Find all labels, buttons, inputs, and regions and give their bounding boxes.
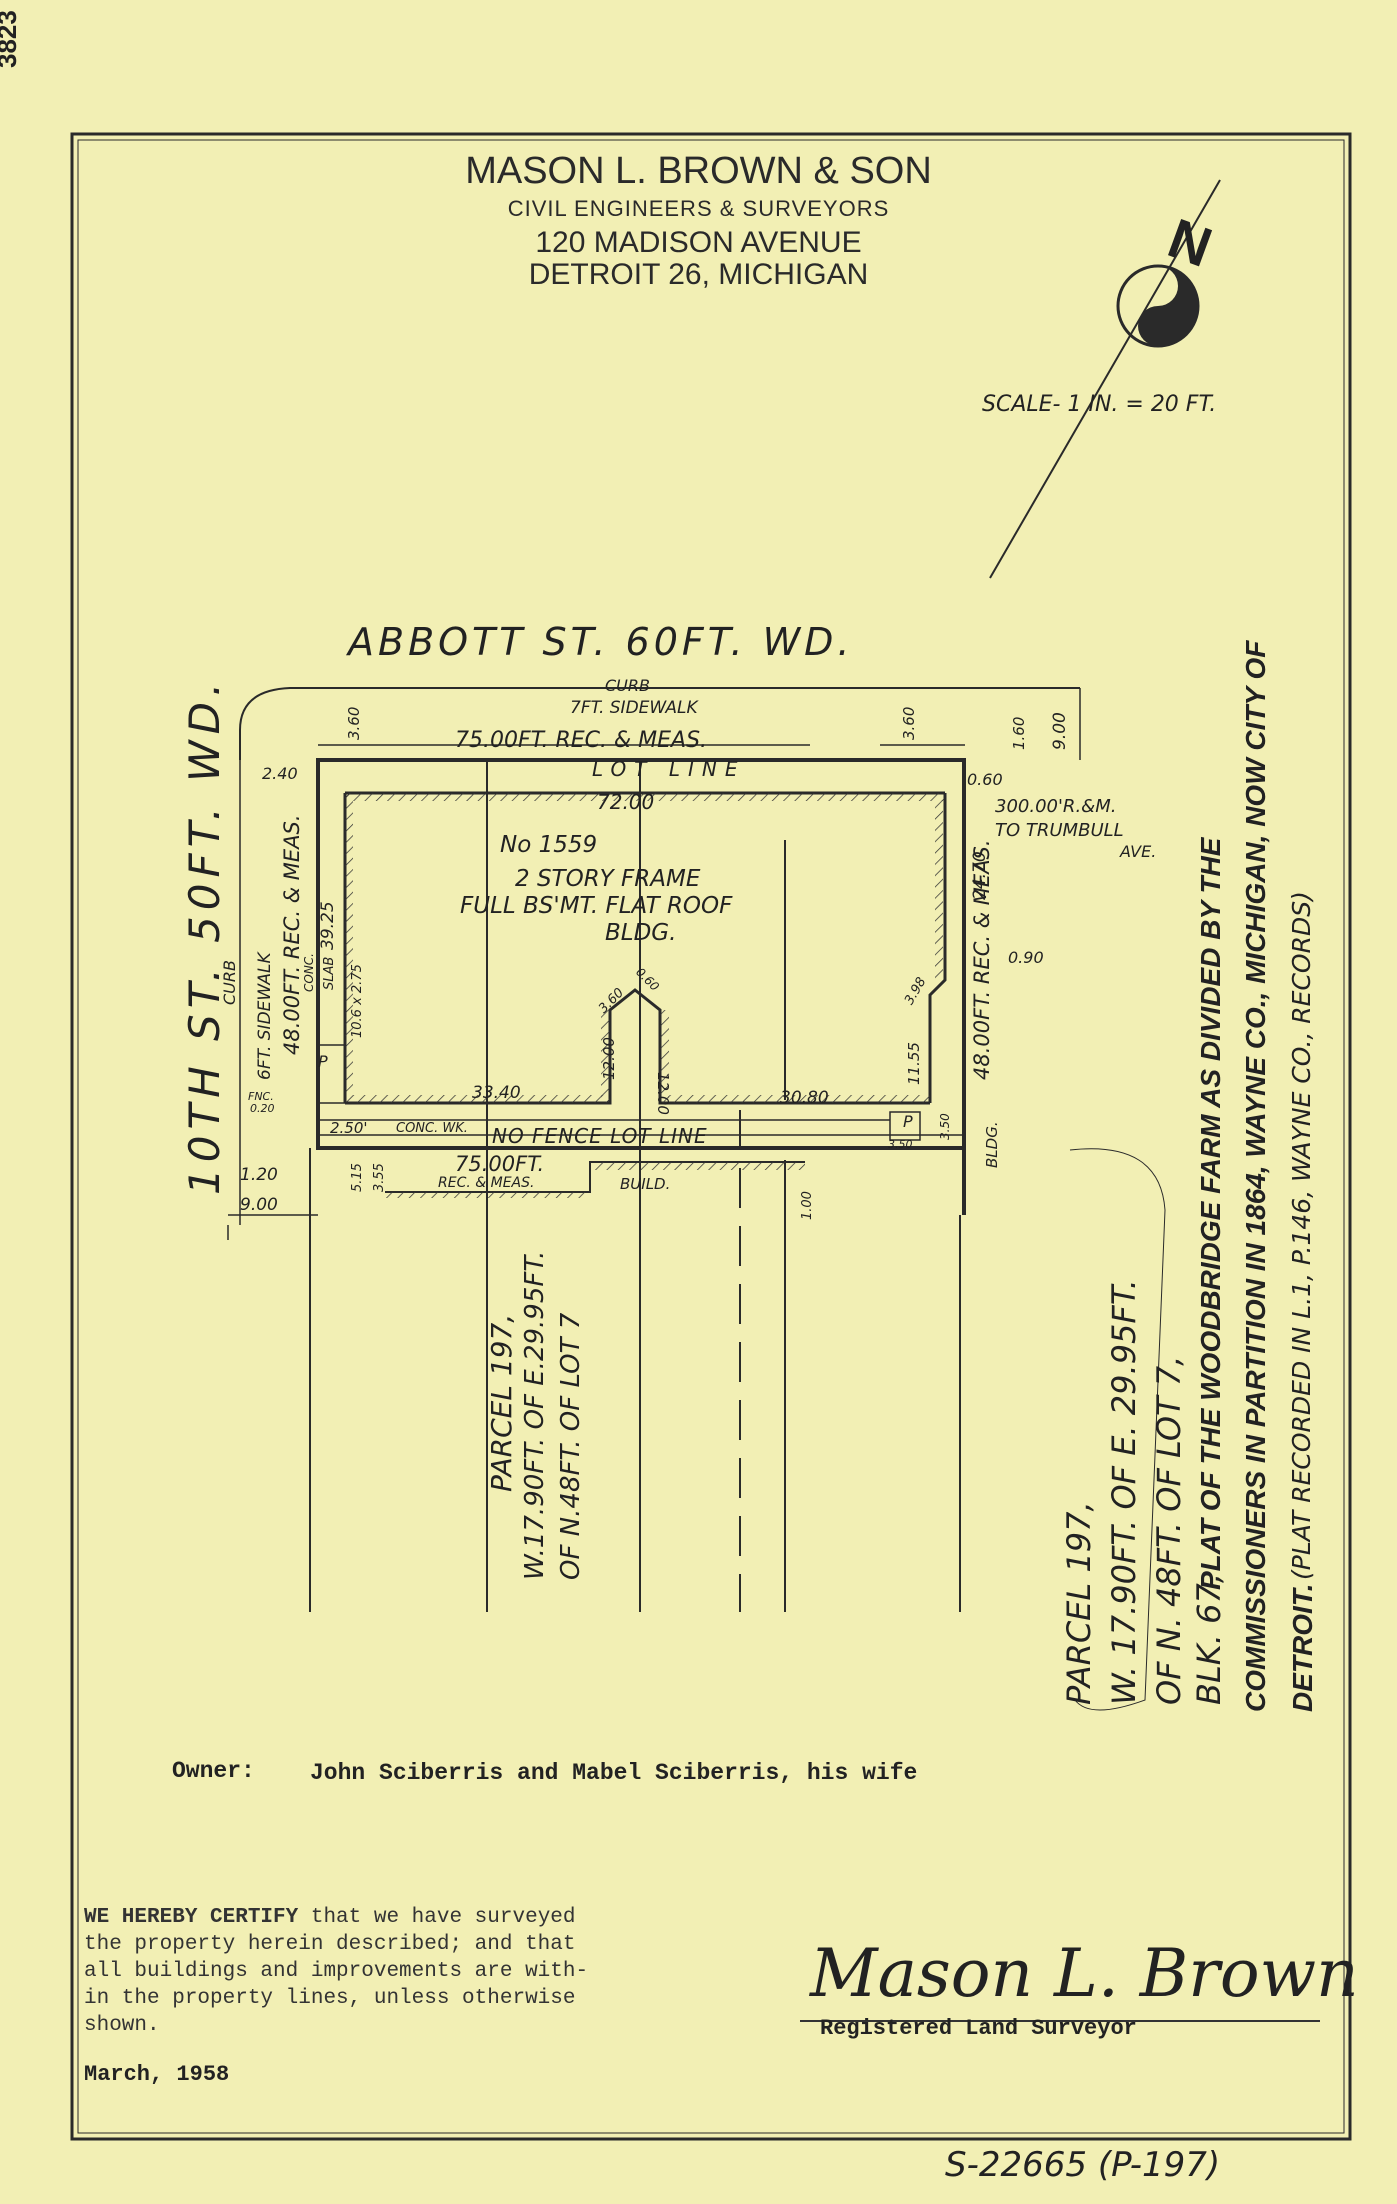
label-curb-left: CURB [220, 960, 239, 1005]
label-lot-line-top: LOT LINE [592, 757, 746, 781]
parcel-inner-1: PARCEL 197, [485, 1313, 518, 1492]
label-sidewalk-top: 7FT. SIDEWALK [570, 698, 698, 718]
label-rear-dim-2: REC. & MEAS. [438, 1175, 535, 1191]
label-conc-wk: CONC. WK. [396, 1121, 468, 1136]
label-360-left: 3.60 [345, 706, 363, 740]
legal-line-5: COMMISSIONERS IN PARTITION IN 1864, WAYN… [1240, 640, 1271, 1712]
label-3080: 30.80 [780, 1088, 829, 1108]
label-1200b: 12.00 [654, 1072, 672, 1115]
label-120: 1.20 [240, 1165, 278, 1185]
label-1200a: 12.00 [600, 1037, 618, 1080]
certify-lead: WE HEREBY CERTIFY [84, 1906, 299, 1929]
label-bldg-right: BLDG. [983, 1121, 1001, 1168]
label-240: 2.40 [262, 764, 298, 783]
certify-line-5: shown. [84, 2014, 160, 2037]
label-right-dim: 48.00FT. REC. & MEAS. [970, 839, 994, 1080]
legal-line-4b: PLAT OF THE WOODBRIDGE FARM AS DIVIDED B… [1195, 837, 1226, 1590]
legal-line-6a: DETROIT. [1287, 1583, 1318, 1712]
house-number: No 1559 [500, 832, 598, 858]
label-porch-dim: 10.6 x 2.75 [350, 964, 365, 1038]
company-subtitle: CIVIL ENGINEERS & SURVEYORS [507, 196, 890, 221]
label-p-right: P [903, 1112, 913, 1131]
label-left-dim: 48.00FT. REC. & MEAS. [280, 814, 304, 1055]
label-360-right: 3.60 [900, 706, 918, 740]
label-build: BUILD. [620, 1175, 671, 1193]
certify-line-2: the property herein described; and that [84, 1933, 576, 1956]
owner-label: Owner: [172, 1758, 255, 1784]
label-160: 1.60 [1010, 716, 1028, 750]
scale-note: SCALE- 1 IN. = 20 FT. [982, 392, 1217, 417]
survey-date: March, 1958 [84, 2062, 230, 2087]
label-bldg-front: 72.00 [597, 790, 655, 814]
label-no-fence: NO FENCE LOT LINE [492, 1124, 708, 1148]
label-3340: 33.40 [472, 1083, 521, 1103]
label-3925: 39.25 [318, 901, 338, 950]
label-curb-top: CURB [605, 676, 650, 695]
signature-line [800, 2020, 1320, 2022]
label-355: 3.55 [372, 1163, 387, 1192]
label-250: 2.50' [330, 1119, 368, 1137]
label-350b: 3.50 [888, 1138, 913, 1151]
company-name: MASON L. BROWN & SON [465, 150, 932, 192]
legal-line-2: W. 17.90FT. OF E. 29.95FT. [1105, 1279, 1143, 1705]
certify-rest: that we have surveyed [298, 1906, 576, 1929]
label-fnc: FNC. [248, 1090, 274, 1103]
label-conc: CONC. [302, 953, 316, 992]
certify-line-1: WE HEREBY CERTIFY that we have surveyed [84, 1906, 576, 1929]
label-900-left: 9.00 [240, 1195, 278, 1215]
label-020: 0.20 [250, 1102, 275, 1115]
label-trumbull-2: TO TRUMBULL [995, 820, 1124, 841]
label-060: 0.60 [967, 770, 1003, 789]
certify-line-4: in the property lines, unless otherwise [84, 1987, 576, 2010]
label-trumbull-3: AVE. [1120, 842, 1157, 861]
label-rear-dim: 75.00FT. [455, 1152, 545, 1176]
parcel-inner-3: OF N.48FT. OF LOT 7 [556, 1312, 586, 1580]
building-desc-2: FULL BS'MT. FLAT ROOF [460, 893, 733, 919]
label-sidewalk-left: 6FT. SIDEWALK [255, 952, 275, 1080]
label-900-top: 9.00 [1050, 712, 1070, 750]
label-350: 3.50 [938, 1113, 952, 1140]
legal-line-3: OF N. 48FT. OF LOT 7, [1150, 1355, 1188, 1705]
legal-line-1: PARCEL 197, [1060, 1501, 1098, 1705]
surveyor-signature: Mason L. Brown [810, 1935, 1359, 2012]
file-number: S-22665 (P-197) [945, 2145, 1221, 2185]
label-515: 5.15 [350, 1163, 365, 1192]
legal-line-6b: (PLAT RECORDED IN L.1, P.146, WAYNE CO.,… [1287, 891, 1316, 1580]
label-p-left: P [318, 1052, 328, 1071]
legal-line-4: BLK. 67, [1190, 1573, 1228, 1705]
label-090: 0.90 [1008, 948, 1044, 967]
parcel-inner-2: W.17.90FT. OF E.29.95FT. [520, 1250, 550, 1580]
label-1155: 11.55 [905, 1042, 923, 1085]
label-front-dim: 75.00FT. REC. & MEAS. [455, 728, 708, 753]
address-line-2: DETROIT 26, MICHIGAN [528, 258, 869, 291]
abbott-street-label: ABBOTT ST. 60FT. WD. [348, 620, 854, 664]
sheet-number: 3823 [0, 10, 22, 68]
surveyor-title: Registered Land Surveyor [820, 2016, 1137, 2041]
label-slab: SLAB [322, 956, 337, 990]
address-line-1: 120 MADISON AVENUE [535, 226, 862, 259]
label-100: 1.00 [800, 1191, 815, 1220]
certify-line-3: all buildings and improvements are with- [84, 1960, 589, 1983]
building-desc-1: 2 STORY FRAME [515, 866, 701, 892]
building-desc-3: BLDG. [605, 920, 677, 946]
owner-name: John Sciberris and Mabel Sciberris, his … [310, 1760, 918, 1786]
label-trumbull-1: 300.00'R.&M. [995, 796, 1117, 817]
tenth-street-label: 10TH ST. 50FT. WD. [180, 676, 229, 1195]
